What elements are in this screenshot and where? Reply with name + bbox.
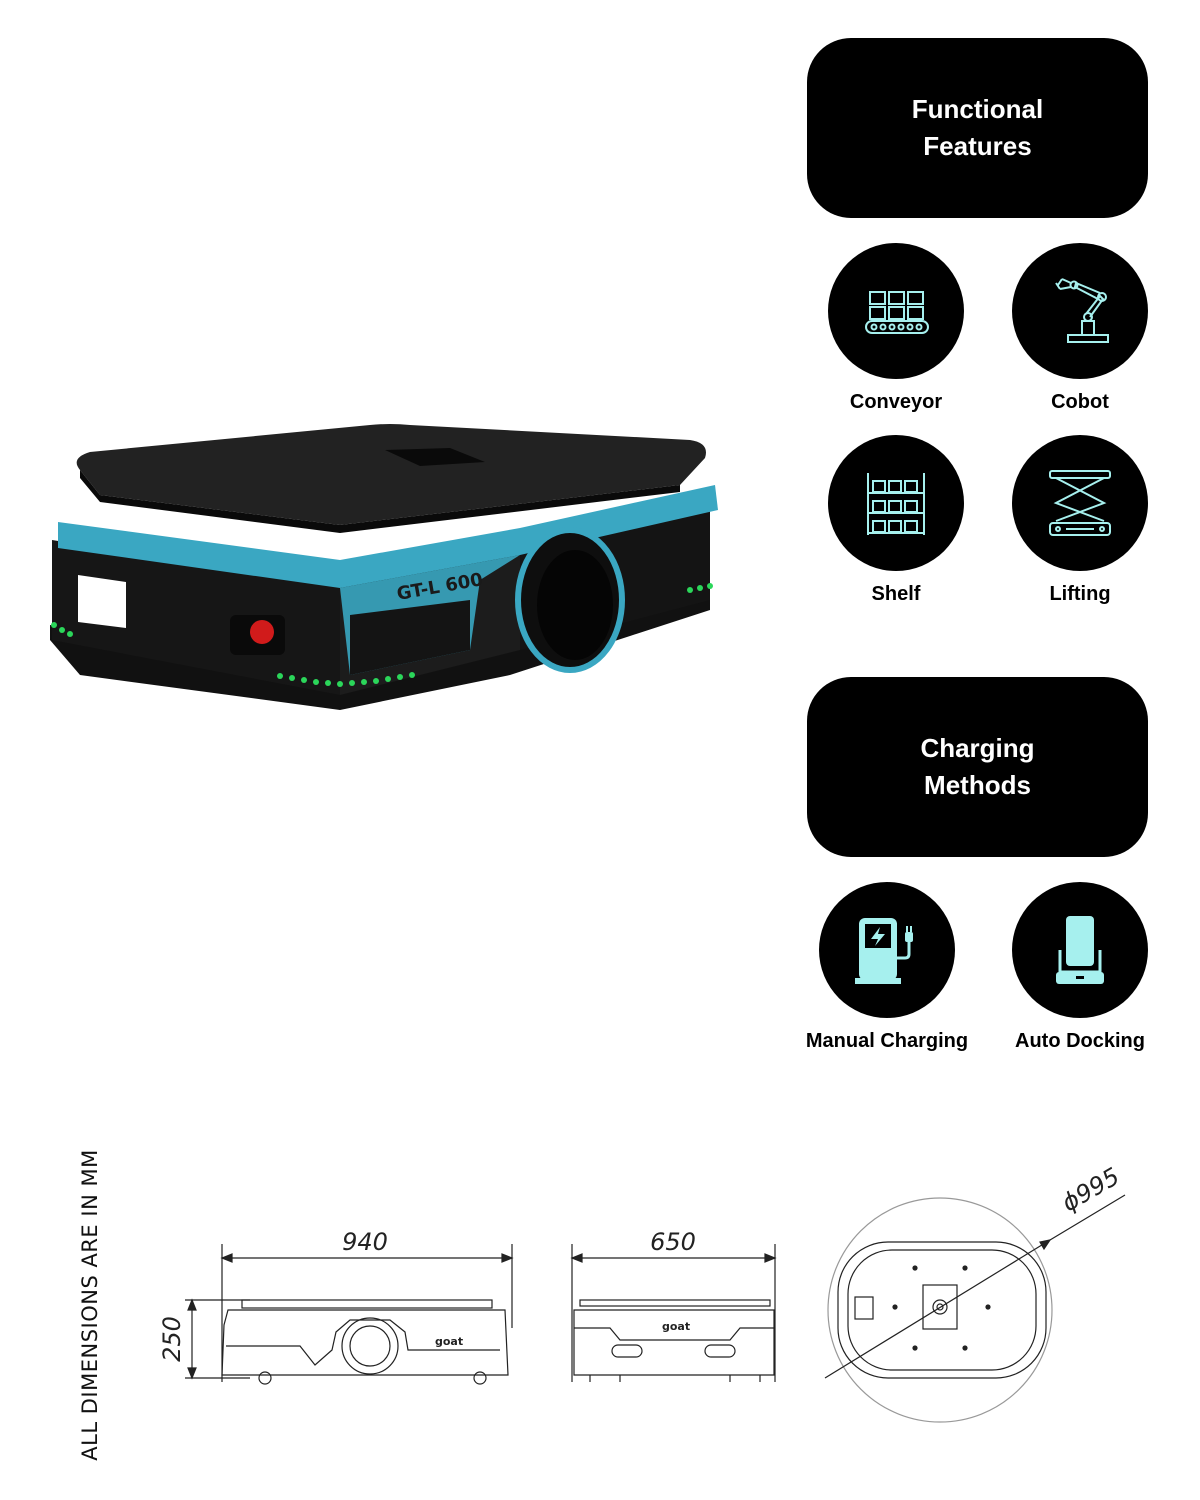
top-view-drawing: ϕ995: [824, 1162, 1126, 1423]
lifting-icon-badge: [1012, 435, 1148, 571]
charging-station-icon: [855, 918, 913, 984]
auto-docking-label: Auto Docking: [1015, 1030, 1145, 1052]
length-dimension: 940: [342, 1228, 388, 1256]
feature-lifting: Lifting: [985, 435, 1175, 606]
feature-manual-charging: Manual Charging: [792, 882, 982, 1053]
feature-auto-docking: Auto Docking: [985, 882, 1175, 1053]
feature-cobot: Cobot: [985, 243, 1175, 414]
charging-methods-title: Charging Methods: [920, 733, 1035, 800]
width-dimension: 650: [650, 1228, 696, 1256]
height-dimension: 250: [158, 1316, 186, 1362]
front-view-drawing: 650 goat: [570, 1228, 777, 1382]
shelf-icon: [867, 473, 925, 535]
shelf-label: Shelf: [871, 583, 921, 605]
shelf-icon-badge: [828, 435, 964, 571]
docking-icon: [1056, 916, 1104, 984]
robot-product-image: GT-L 600: [50, 424, 718, 710]
conveyor-icon-badge: [828, 243, 964, 379]
side-logo-text: goat: [435, 1335, 463, 1348]
dimensions-note: ALL DIMENSIONS ARE IN MM: [78, 1149, 102, 1461]
front-logo-text: goat: [662, 1320, 690, 1333]
functional-features-title: Functional Features: [911, 94, 1044, 161]
robot-arm-icon: [1055, 278, 1109, 343]
dimension-drawings: 940 250 goat 650 goat: [158, 1162, 1126, 1423]
cobot-icon-badge: [1012, 243, 1148, 379]
diameter-dimension: ϕ995: [1057, 1162, 1124, 1217]
manual-charging-label: Manual Charging: [805, 1030, 969, 1052]
auto-docking-icon-badge: [1012, 882, 1148, 1018]
conveyor-icon: [865, 291, 929, 334]
charging-methods-header: Charging Methods: [807, 677, 1148, 857]
lifting-label: Lifting: [1049, 583, 1111, 605]
lift-icon: [1049, 470, 1111, 536]
functional-features-header: Functional Features: [807, 38, 1148, 218]
side-view-drawing: 940 250 goat: [158, 1228, 514, 1385]
conveyor-label: Conveyor: [849, 391, 943, 413]
manual-charging-icon-badge: [819, 882, 955, 1018]
feature-conveyor: Conveyor: [801, 243, 991, 414]
cobot-label: Cobot: [1051, 391, 1109, 413]
feature-shelf: Shelf: [801, 435, 991, 606]
